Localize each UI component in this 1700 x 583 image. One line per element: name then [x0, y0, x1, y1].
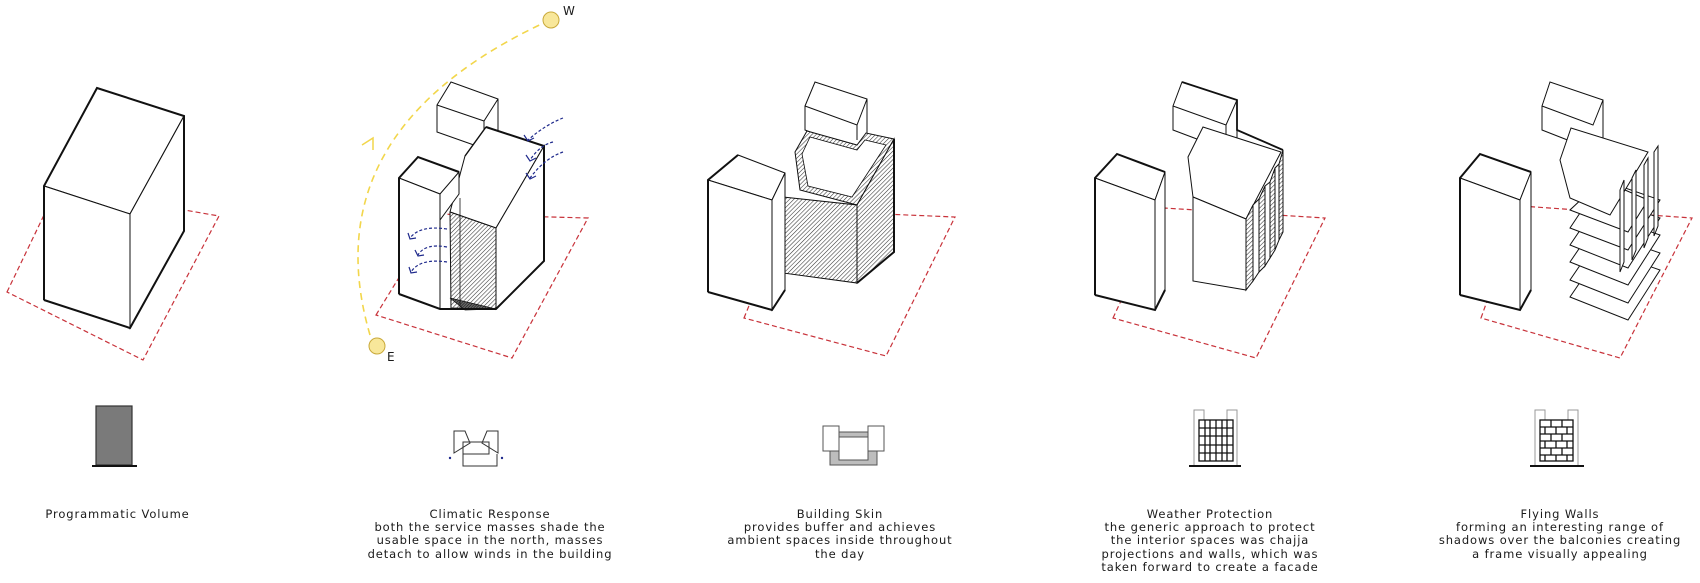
caption: Climatic Response both the service masse… — [340, 507, 640, 561]
caption-line: the generic approach to protect — [1104, 520, 1316, 535]
sun-east-icon — [368, 337, 386, 355]
panel-climatic-response: E W Climatic Response both the service m… — [340, 0, 700, 583]
isometric-weather-diagram — [1094, 81, 1326, 359]
sun-path-arrow-icon — [361, 136, 374, 150]
caption-line: a frame visually appealing — [1472, 546, 1648, 561]
panel-weather-protection: Weather Protection the generic approach … — [1060, 0, 1420, 583]
sun-east-label: E — [387, 350, 396, 364]
brick-facade-elevation-icon — [1530, 409, 1584, 467]
sun-west-icon — [542, 11, 560, 29]
site-boundary — [743, 209, 956, 357]
caption-title: Climatic Response — [429, 507, 551, 521]
site-boundary — [375, 213, 589, 359]
panel-programmatic-volume: Programmatic Volume — [0, 0, 340, 583]
site-boundary — [1480, 205, 1693, 359]
caption-title: Building Skin — [796, 507, 884, 521]
caption-title: Weather Protection — [1146, 507, 1274, 521]
caption: Weather Protection the generic approach … — [1060, 507, 1360, 574]
caption-line: usable space in the north, masses — [376, 533, 604, 548]
caption: Building Skin provides buffer and achiev… — [700, 507, 980, 561]
sun-west-label: W — [563, 4, 576, 18]
isometric-climatic-diagram — [357, 11, 589, 359]
caption: Flying Walls forming an interesting rang… — [1420, 507, 1700, 561]
isometric-volume-diagram — [6, 86, 220, 361]
caption-line: forming an interesting range of — [1456, 520, 1664, 535]
site-boundary — [6, 187, 220, 361]
caption-title: Programmatic Volume — [45, 507, 190, 521]
caption-title: Flying Walls — [1520, 507, 1600, 521]
isometric-skin-diagram — [707, 81, 956, 357]
sun-path-arc — [357, 19, 551, 336]
caption-line: shadows over the balconies creating — [1438, 533, 1682, 548]
wind-arrows-icon — [409, 117, 564, 273]
caption-line: taken forward to create a facade — [1101, 559, 1319, 574]
caption-line: the day — [815, 546, 865, 561]
caption-line: ambient spaces inside throughout — [727, 533, 953, 548]
chajja-fins — [1245, 149, 1284, 292]
u-shaped-plan-with-wind-icon — [448, 430, 504, 467]
panel-building-skin: Building Skin provides buffer and achiev… — [700, 0, 1060, 583]
panel-flying-walls: Flying Walls forming an interesting rang… — [1420, 0, 1700, 583]
caption-line: provides buffer and achieves — [743, 520, 937, 535]
solid-block-icon — [92, 405, 137, 467]
caption-line: detach to allow winds in the building — [367, 546, 613, 561]
plan-with-skin-buffer-icon — [822, 425, 885, 466]
balcony-slabs — [1559, 127, 1661, 321]
isometric-flying-walls-diagram — [1459, 81, 1693, 359]
caption-line: both the service masses shade the — [374, 520, 606, 535]
caption: Programmatic Volume — [0, 507, 235, 521]
grid-facade-elevation-icon — [1189, 409, 1241, 467]
caption-line: projections and walls, which was — [1101, 546, 1319, 561]
flying-wall-fins — [1619, 144, 1659, 273]
caption-line: the interior spaces was chajja — [1110, 533, 1310, 548]
